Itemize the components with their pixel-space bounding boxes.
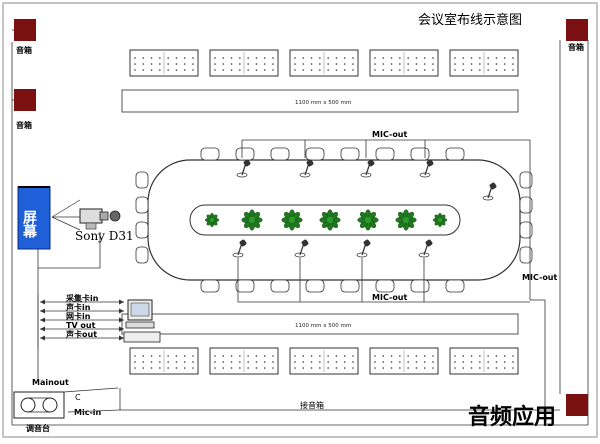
chair — [305, 279, 325, 293]
camera-icon — [79, 208, 121, 230]
chair — [375, 147, 395, 161]
chair — [305, 147, 325, 161]
speaker-mid-left: 音箱 — [14, 89, 36, 130]
chair — [375, 279, 395, 293]
plant — [432, 212, 448, 228]
speaker-top-left: 音箱 — [14, 19, 36, 55]
mic-out-wiring — [119, 139, 560, 411]
audience-seats-top — [129, 49, 519, 77]
av-wiring — [37, 232, 121, 413]
chair — [135, 196, 149, 214]
chair — [235, 279, 255, 293]
seat-block — [129, 347, 199, 375]
diagram-title: 会议室布线示意图 — [418, 12, 522, 28]
microphone-icon — [360, 159, 375, 178]
speaker-wiring — [11, 29, 589, 426]
seat-block — [369, 347, 439, 375]
computer-icon — [123, 299, 161, 343]
microphone-icon — [236, 159, 251, 178]
pc-connection-label: 采集卡in — [65, 293, 99, 303]
brand-watermark: 音频应用 — [468, 404, 556, 430]
seat-block — [449, 49, 519, 77]
seat-block — [209, 49, 279, 77]
plant — [357, 209, 379, 231]
table-microphones — [232, 159, 497, 258]
stage-bar-top — [121, 89, 519, 113]
seat-block — [369, 49, 439, 77]
speaker-label: 音箱 — [16, 120, 32, 130]
microphone-icon — [299, 159, 314, 178]
speaker-bottom-right — [566, 394, 588, 416]
plant — [395, 209, 417, 231]
stage-bar-bottom — [121, 313, 519, 335]
chair — [445, 147, 465, 161]
microphone-icon — [356, 239, 371, 258]
chair — [519, 196, 533, 214]
speaker-top-right: 音箱 — [566, 19, 588, 52]
pc-connection-label: 声卡in — [65, 302, 91, 312]
microphone-icon — [418, 239, 433, 258]
mixer-label: 调音台 — [26, 423, 50, 433]
seat-block — [289, 347, 359, 375]
plant — [204, 212, 220, 228]
chair — [200, 147, 220, 161]
camera-label: Sony D31 — [75, 229, 134, 243]
chair — [135, 221, 149, 239]
seat-block — [209, 347, 279, 375]
c-label: C — [75, 393, 81, 402]
microphone-icon — [232, 239, 247, 258]
chair — [340, 279, 360, 293]
chair — [340, 147, 360, 161]
projector-beam — [51, 199, 82, 231]
mic-out-label-top: MIC-out — [372, 130, 408, 139]
chair — [445, 279, 465, 293]
seat-block — [129, 49, 199, 77]
plant — [281, 209, 303, 231]
speaker-label: 音箱 — [568, 42, 584, 52]
screen-label: 屏幕 — [21, 210, 38, 238]
stage-dims-bottom: 1100 mm x 500 mm — [295, 323, 351, 329]
mic-out-label-bottom: MIC-out — [372, 293, 408, 302]
pc-connection-label: 声卡out — [65, 329, 97, 339]
chair — [135, 171, 149, 189]
microphone-icon — [419, 159, 434, 178]
chair — [410, 147, 430, 161]
chair — [235, 147, 255, 161]
chair — [519, 246, 533, 264]
mic-out-label-right: MIC-out — [522, 273, 558, 282]
chair — [270, 147, 290, 161]
speaker-label: 音箱 — [16, 45, 32, 55]
seat-block — [449, 347, 519, 375]
chair — [270, 279, 290, 293]
microphone-icon — [482, 182, 497, 201]
chair — [200, 279, 220, 293]
chair — [519, 221, 533, 239]
pc-connection-label: TV out — [66, 321, 96, 330]
microphone-icon — [294, 239, 309, 258]
audience-seats-bottom — [129, 347, 519, 375]
centerpiece-plants — [204, 209, 448, 231]
plant — [241, 209, 263, 231]
chair — [519, 171, 533, 189]
mixer-icon — [13, 391, 65, 419]
chair — [135, 246, 149, 264]
plant — [319, 209, 341, 231]
seat-block — [289, 49, 359, 77]
projection-screen: 屏幕 — [17, 186, 51, 250]
mainout-label: Mainout — [32, 378, 69, 387]
table-chairs — [135, 147, 533, 293]
chair — [410, 279, 430, 293]
floor-wiring-label: 接音箱 — [300, 400, 324, 410]
pc-connection-label: 网卡in — [66, 311, 91, 321]
mic-in-label: Mic-in — [74, 408, 102, 417]
stage-dims-top: 1100 mm x 500 mm — [295, 100, 351, 106]
